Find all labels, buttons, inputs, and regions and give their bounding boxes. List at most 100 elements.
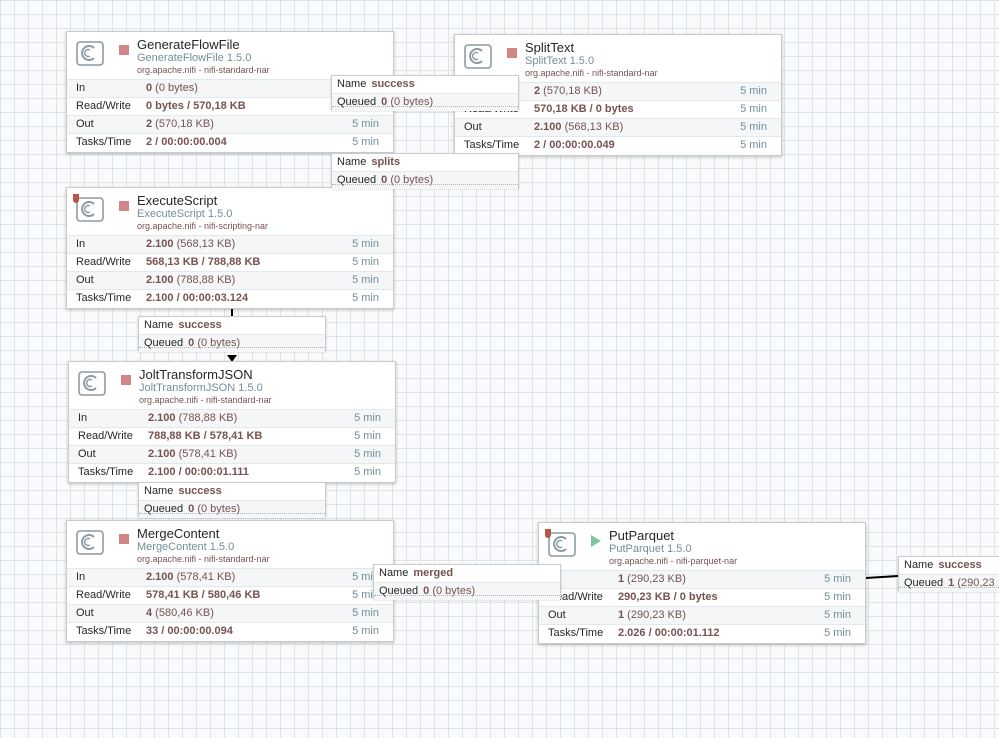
connection-queued-label: Queued	[337, 96, 377, 108]
processor-bundle: org.apache.nifi - nifi-scripting-nar	[137, 221, 269, 231]
connection-queued-size: (0 bytes)	[429, 585, 476, 597]
stat-value-main: 4	[146, 607, 153, 619]
stat-value-main: 2.026 / 00:00:01.112	[618, 627, 720, 639]
connection-queued-size: (0 bytes)	[387, 96, 434, 108]
stat-value-main: 2.100	[148, 412, 176, 424]
stat-value-detail: (570,18 KB)	[152, 118, 214, 130]
stat-label: Read/Write	[76, 100, 131, 112]
stat-label: In	[78, 412, 88, 424]
stat-time: 5 min	[824, 627, 851, 639]
connection-name-label: Name	[337, 78, 367, 90]
connection-name-label: Name	[904, 559, 934, 571]
stat-value-main: 2.100	[146, 274, 174, 286]
stat-row-in: In1 (290,23 KB)5 min	[539, 570, 865, 588]
stat-value-detail: (578,41 KB)	[175, 448, 238, 460]
stat-value: 2.100 / 00:00:03.124	[146, 292, 248, 304]
processor-type: PutParquet 1.5.0	[609, 543, 692, 555]
stat-time: 5 min	[352, 571, 379, 583]
connection-name: success	[938, 559, 982, 571]
stat-value-detail: (568,13 KB)	[561, 121, 624, 133]
connection-queued-label: Queued	[904, 577, 944, 589]
processor-bundle: org.apache.nifi - nifi-standard-nar	[139, 395, 272, 405]
running-icon	[591, 535, 601, 547]
stat-value-main: 2.100	[534, 121, 562, 133]
processor-name: PutParquet	[609, 528, 675, 543]
stat-label: Tasks/Time	[76, 136, 132, 148]
processor-bundle: org.apache.nifi - nifi-standard-nar	[137, 65, 270, 75]
stat-time: 5 min	[354, 412, 381, 424]
stat-label: Out	[76, 274, 94, 286]
stat-label: Tasks/Time	[76, 625, 132, 637]
stat-value-detail: (290,23 KB)	[624, 609, 686, 621]
stat-value: 4 (580,46 KB)	[146, 607, 214, 619]
stat-value-main: 0	[146, 82, 153, 94]
connection-queued-label: Queued	[144, 337, 184, 349]
connection-name: success	[178, 485, 222, 497]
processor-bundle: org.apache.nifi - nifi-standard-nar	[525, 68, 658, 78]
connection-name: merged	[413, 567, 454, 579]
stat-value: 2 (570,18 KB)	[146, 118, 214, 130]
connection-queued-count: 0	[188, 503, 195, 515]
stat-value-detail: (788,88 KB)	[175, 412, 238, 424]
stat-time: 5 min	[824, 609, 851, 621]
processor-icon	[76, 39, 104, 67]
processor-bundle: org.apache.nifi - nifi-parquet-nar	[609, 556, 738, 566]
stat-label: Tasks/Time	[548, 627, 604, 639]
stat-value-main: 0 bytes / 570,18 KB	[146, 100, 246, 112]
stat-label: Tasks/Time	[464, 139, 520, 151]
connection-queued-size: (0 bytes)	[194, 337, 241, 349]
processor-type: SplitText 1.5.0	[525, 55, 595, 67]
connection-name-label: Name	[379, 567, 409, 579]
stat-value: 788,88 KB / 578,41 KB	[148, 430, 262, 442]
processor-icon	[78, 369, 106, 397]
stat-value-main: 2 / 00:00:00.004	[146, 136, 227, 148]
stat-label: Tasks/Time	[78, 466, 134, 478]
connection-queued-size: (0 bytes)	[387, 174, 434, 186]
processor-type: GenerateFlowFile 1.5.0	[137, 52, 252, 64]
stat-row-tasks-time: Tasks/Time 2.026 / 00:00:01.112 5 min	[539, 624, 865, 642]
stat-value: 1 (290,23 KB)	[618, 573, 686, 585]
stat-label: Read/Write	[76, 256, 131, 268]
stat-value-main: 2.100	[146, 238, 174, 250]
stat-value-detail: (290,23 KB)	[624, 573, 686, 585]
stat-value: 2 (570,18 KB)	[534, 85, 602, 97]
stat-value-main: 2.100 / 00:00:03.124	[146, 292, 249, 304]
connection-queued-count: 0	[381, 174, 388, 186]
connection-queued-count: 0	[423, 585, 430, 597]
connection-name: splits	[371, 156, 401, 168]
connection-queued-count: 0	[188, 337, 195, 349]
stat-value-main: 2.100	[146, 571, 174, 583]
connection-queued-label: Queued	[379, 585, 419, 597]
queue-progress-bar	[139, 513, 325, 516]
stat-time: 5 min	[352, 256, 379, 268]
stopped-icon	[121, 375, 131, 385]
stat-value: 0 (0 bytes)	[146, 82, 198, 94]
connection-queued-label: Queued	[337, 174, 377, 186]
connection-queued-count: 0	[381, 96, 388, 108]
